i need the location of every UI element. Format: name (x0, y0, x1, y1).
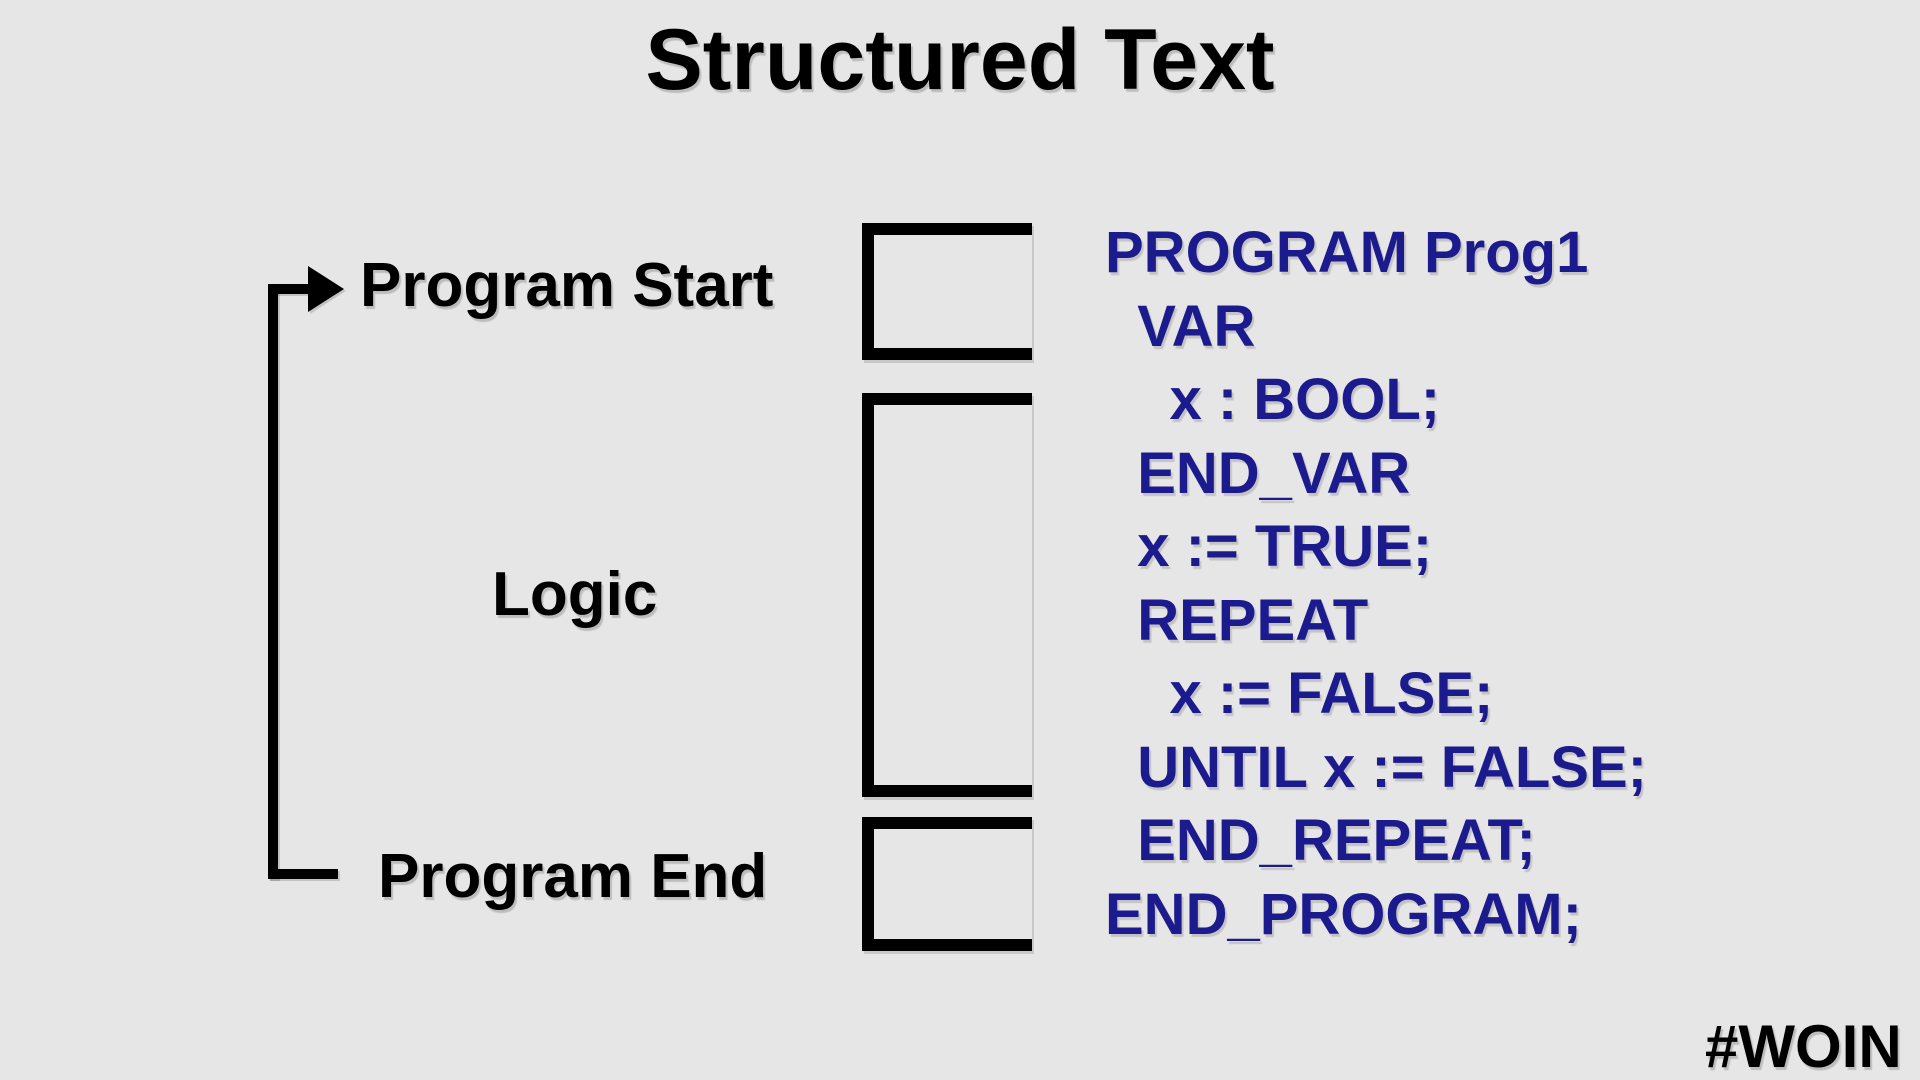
loop-line-vertical (268, 284, 278, 879)
page-title: Structured Text (645, 12, 1275, 108)
loop-line-bottom-segment (268, 869, 338, 879)
watermark-hashtag: #WOIN (1705, 1013, 1902, 1080)
label-logic: Logic (492, 560, 658, 629)
code-line: x := TRUE; (1105, 514, 1433, 579)
code-line: x := FALSE; (1105, 661, 1494, 726)
bracket-logic (862, 393, 1032, 797)
code-line: END_PROGRAM; (1105, 881, 1582, 947)
code-listing: PROGRAM Prog1 VAR x : BOOL; END_VAR x :=… (1105, 216, 1647, 951)
bracket-program-start (862, 223, 1032, 360)
bracket-program-end (862, 817, 1032, 951)
code-line: PROGRAM Prog1 (1105, 220, 1589, 285)
code-line: REPEAT (1105, 587, 1369, 653)
code-line: x : BOOL; (1105, 367, 1441, 432)
arrow-head-icon (308, 266, 344, 312)
code-line: END_VAR (1105, 440, 1411, 506)
label-program-end: Program End (378, 842, 768, 911)
code-line: END_REPEAT; (1105, 808, 1536, 873)
loop-line-top-segment (268, 284, 310, 294)
code-line: UNTIL x := FALSE; (1105, 734, 1647, 800)
label-program-start: Program Start (360, 251, 774, 320)
code-line: VAR (1105, 293, 1256, 359)
